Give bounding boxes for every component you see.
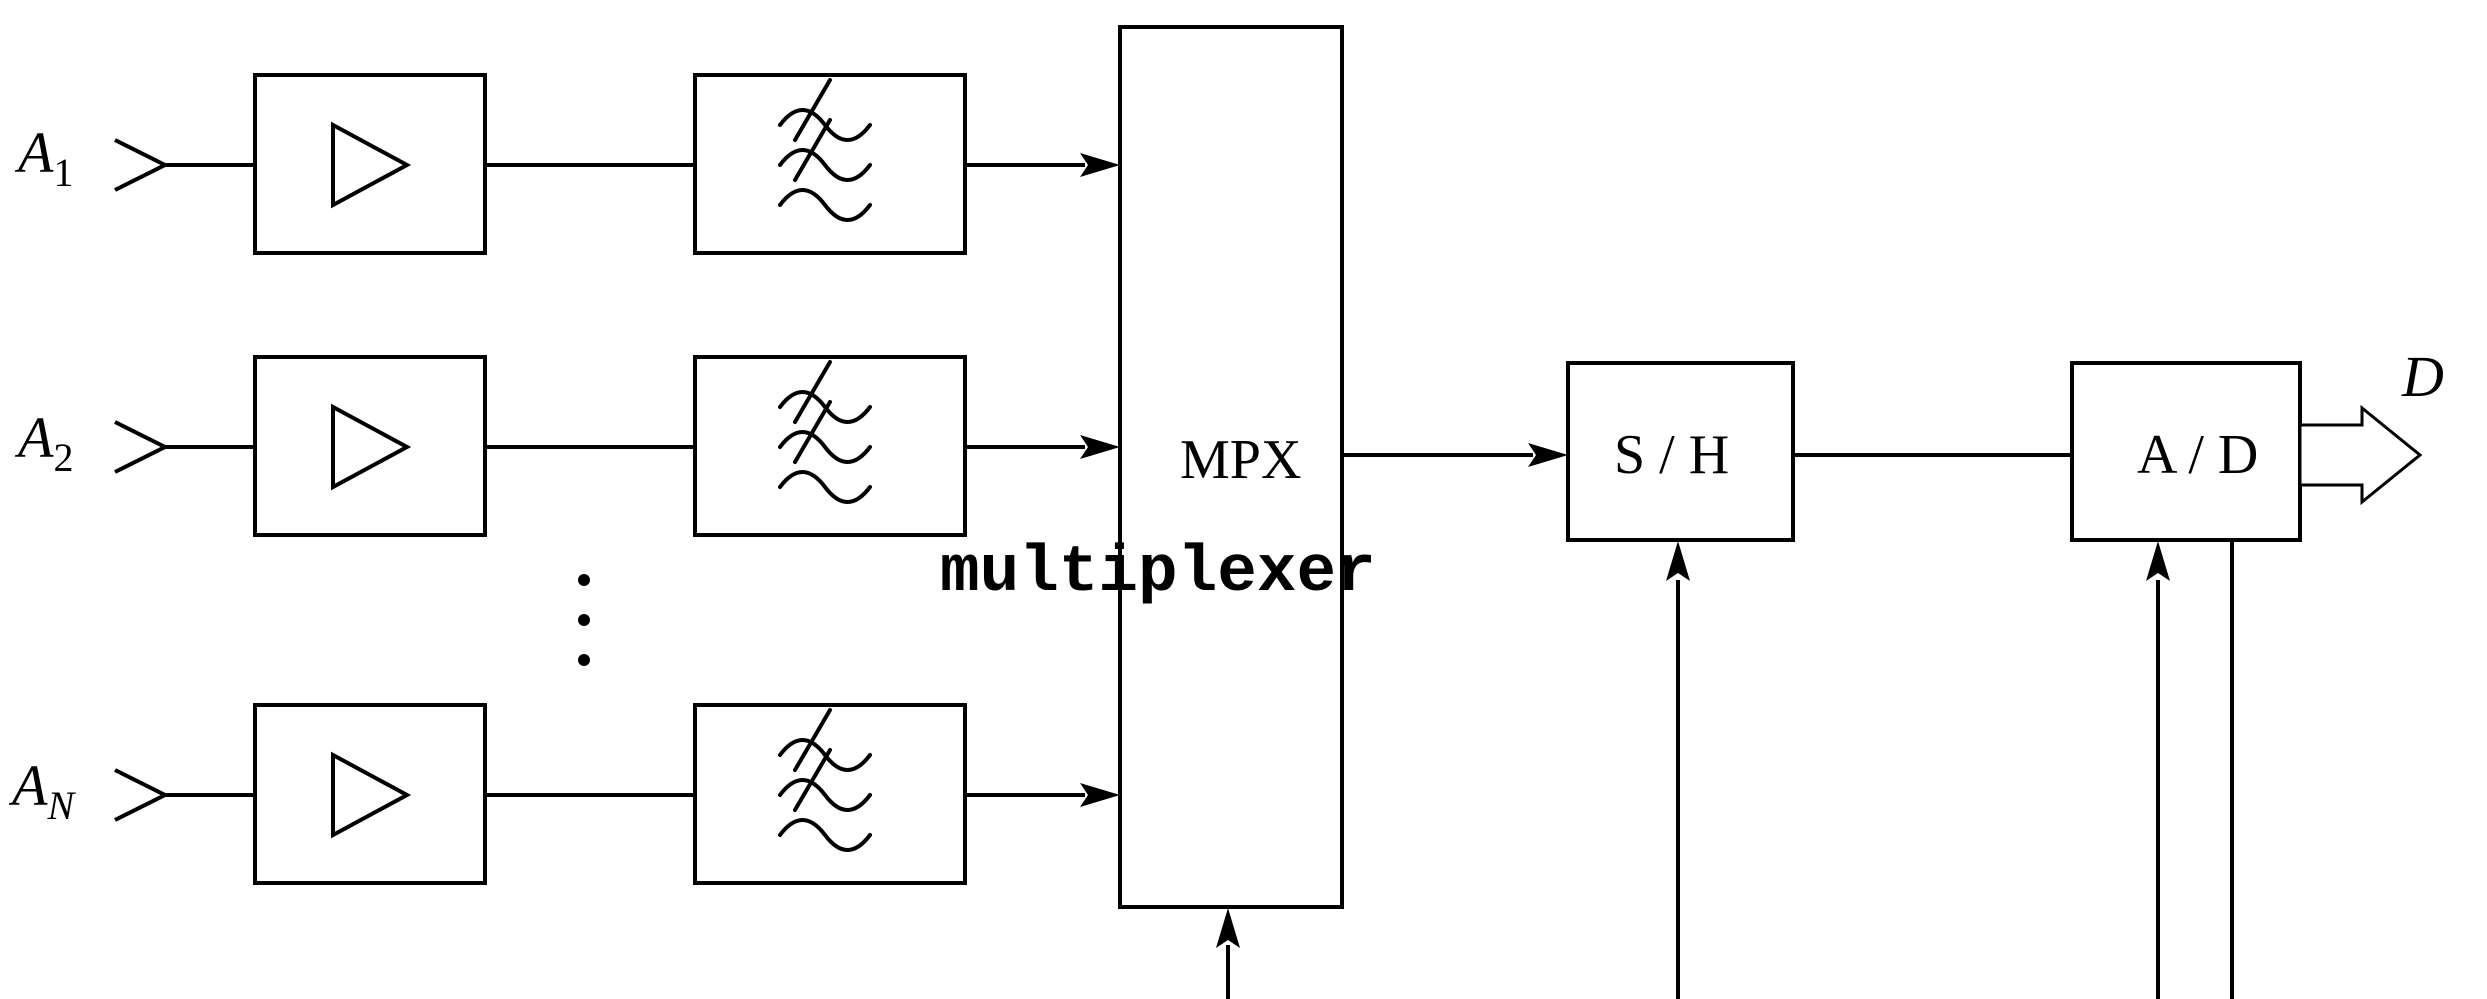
sample-hold-block (1566, 361, 1795, 542)
input-connector-n (114, 768, 170, 822)
sh-control-arrowhead (1666, 541, 1690, 581)
adc-block (2070, 361, 2302, 542)
ellipsis-dots (578, 574, 590, 666)
channel-1: A1 (14, 73, 1120, 255)
input-label-a1: A1 (14, 120, 73, 195)
multiplexer-caption: multiplexer (940, 535, 1376, 610)
digital-output-arrow-icon (2298, 404, 2423, 506)
adc-control-arrowhead (2146, 541, 2170, 581)
multiplexer-block (1118, 25, 1344, 909)
mpx-control-arrowhead (1216, 908, 1240, 948)
filter-2 (693, 355, 967, 537)
channel-n: AN (8, 703, 1120, 885)
output-label: D (2401, 344, 2444, 409)
sample-hold-label: S / H (1614, 424, 1729, 486)
input-label-an: AN (8, 753, 76, 828)
arrowhead-mpx-sh (1528, 443, 1568, 467)
input-connector-1 (114, 138, 170, 192)
filter-1 (693, 73, 967, 255)
channel-2: A2 (14, 355, 1120, 537)
filter-n (693, 703, 967, 885)
input-connector-2 (114, 420, 170, 474)
arrowhead-2 (1080, 435, 1120, 459)
mpx-label: MPX (1180, 429, 1301, 491)
amplifier-1 (253, 73, 487, 255)
input-label-a2: A2 (14, 405, 73, 480)
arrowhead-1 (1080, 153, 1120, 177)
amplifier-2 (253, 355, 487, 537)
amplifier-n (253, 703, 487, 885)
adc-label: A / D (2137, 424, 2258, 486)
arrowhead-n (1080, 783, 1120, 807)
